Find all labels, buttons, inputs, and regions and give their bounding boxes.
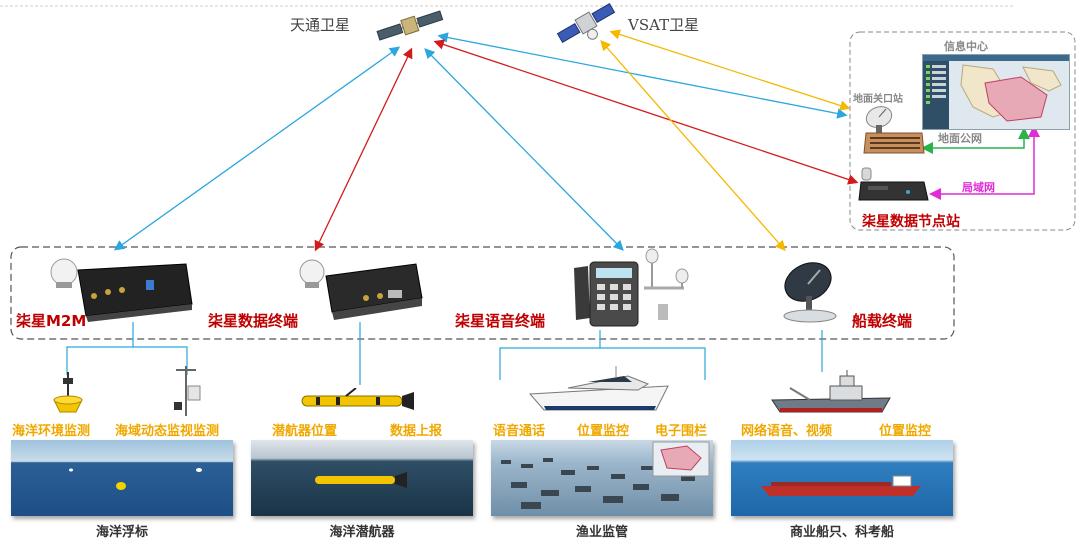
ground-gateway [862,103,928,155]
weather-station-icon [174,366,201,416]
tiantong-label: 天通卫星 [290,16,351,34]
research-ship [770,370,892,416]
distribution-lines [66,322,823,385]
app-e-fence: 电子围栏 [655,424,708,439]
yacht [528,366,672,414]
info-center-title: 信息中心 [944,40,988,53]
photo-ocean-buoy [11,440,233,516]
yacht-icon [528,366,669,411]
antenna-building-icon [863,106,925,154]
fishing-fleet-icon [501,441,710,509]
app-data-report: 数据上报 [390,424,443,439]
weather-station [168,362,204,418]
m2m-label: 柒星M2M [16,312,87,330]
data-terminal-label: 柒星数据终端 [208,312,299,330]
caption-ocean-glider: 海洋潜航器 [329,525,395,540]
cargo-ship-icon [761,475,921,496]
m2m-terminal [46,256,196,322]
app-net-voice-video: 网络语音、视频 [741,424,833,439]
info-center-screen [922,54,1070,130]
m2m-box-icon [50,258,193,322]
node-station-label: 柒星数据节点站 [862,214,960,230]
photo-ocean-glider [251,440,473,516]
app-glider-pos: 潜航器位置 [272,424,338,439]
buoy [50,370,86,418]
buoy-icon [53,372,83,413]
map-icon [923,55,1069,129]
voice-terminal [566,248,696,330]
app-sea-dynamic: 海域动态监视监测 [115,424,220,439]
satellite-icon [556,2,616,44]
node-station-device [858,166,930,202]
voice-terminal-label: 柒星语音终端 [455,312,546,330]
buoy-icon [69,468,202,490]
caption-fishery: 渔业监管 [575,525,628,540]
photo-fishery [491,440,713,516]
vsat-label: VSAT卫星 [628,16,700,34]
link-gateway-tiantong [437,32,848,119]
data-terminal-icon [299,259,423,320]
link-lan [929,125,1040,200]
app-pos-monitor-2: 位置监控 [879,424,932,439]
link-node-tiantong [433,39,859,185]
terminal-group-box [10,246,955,340]
glider-icon [301,388,414,410]
link-data-tiantong [314,47,413,252]
caption-commercial-ship: 商业船只、科考船 [789,525,894,540]
ship-icon [771,370,891,413]
link-ship-vsat [600,40,786,251]
photo-commercial-ship [731,440,953,516]
ship-terminal [776,260,848,326]
lan-label: 局域网 [962,181,995,194]
app-ocean-env: 海洋环境监测 [12,424,91,439]
ship-terminal-icon [783,262,837,323]
ground-public-net-label: 地面公网 [938,132,982,145]
data-terminal [296,258,426,322]
app-voice-call: 语音通话 [493,424,546,439]
satellite-icon [376,10,444,41]
glider-icon [315,472,407,488]
underwater-glider [296,388,416,414]
link-gateway-vsat [609,29,851,111]
voice-terminal-icon [574,248,689,327]
link-voice-tiantong [424,48,624,251]
caption-ocean-buoy: 海洋浮标 [95,525,148,540]
ground-gateway-label: 地面关口站 [853,94,903,105]
ship-terminal-label: 船载终端 [852,312,913,330]
link-m2m-tiantong [113,46,401,251]
vsat-satellite [556,2,616,44]
app-pos-monitor-1: 位置监控 [577,424,630,439]
tiantong-satellite [375,6,445,46]
router-icon [858,167,929,201]
